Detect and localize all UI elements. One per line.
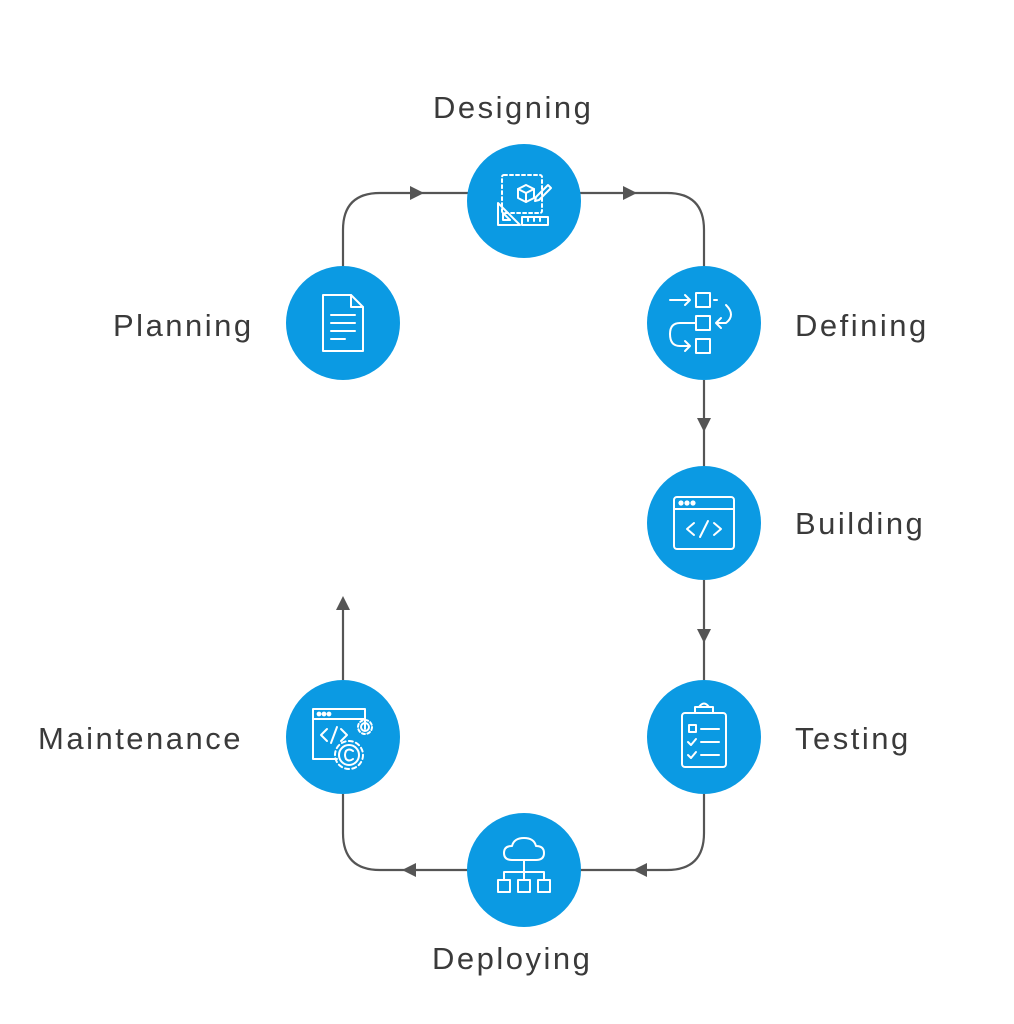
checklist-clipboard-icon xyxy=(681,702,727,768)
arrowheads xyxy=(336,186,711,877)
code-gears-icon xyxy=(312,708,373,770)
connector-planning-to-designing xyxy=(341,191,468,266)
stage-label-testing: Testing xyxy=(795,721,911,756)
maintenance-node xyxy=(286,680,400,794)
connector-testing-to-deploying xyxy=(580,794,706,872)
arrowhead-down-2 xyxy=(697,629,711,643)
document-icon xyxy=(322,294,364,352)
arrowhead-right-2 xyxy=(623,186,637,200)
stage-label-planning: Planning xyxy=(113,308,254,343)
connector-lines xyxy=(341,191,706,872)
cloud-network-icon xyxy=(497,837,551,893)
arrowhead-up xyxy=(336,596,350,610)
building-node xyxy=(647,466,761,580)
defining-node xyxy=(647,266,761,380)
stage-label-deploying: Deploying xyxy=(432,941,593,976)
arrowhead-left-1 xyxy=(633,863,647,877)
stage-label-defining: Defining xyxy=(795,308,929,343)
code-window-icon xyxy=(673,496,735,550)
arrowhead-down-1 xyxy=(697,418,711,432)
arrowhead-left-2 xyxy=(402,863,416,877)
connector-designing-to-defining xyxy=(580,191,706,266)
connector-deploying-to-maintenance xyxy=(341,794,468,872)
flowchart-icon xyxy=(669,292,732,354)
stage-circles xyxy=(286,144,761,927)
stage-label-maintenance: Maintenance xyxy=(38,721,244,756)
design-tools-icon xyxy=(497,174,552,226)
stage-label-designing: Designing xyxy=(433,90,594,125)
stage-label-building: Building xyxy=(795,506,926,541)
testing-node xyxy=(647,680,761,794)
arrowhead-right-1 xyxy=(410,186,424,200)
